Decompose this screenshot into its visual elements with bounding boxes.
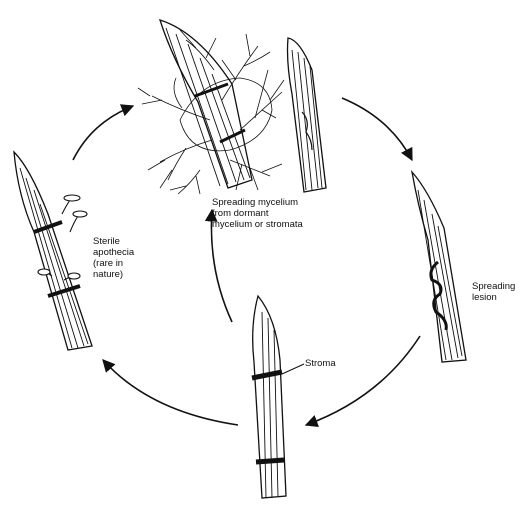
label-lesion-line-1: Spreading [472, 281, 516, 292]
stroma-band-upper [251, 369, 283, 381]
cycle-arrow-bottom-up [204, 208, 233, 323]
label-stroma-text: Stroma [305, 358, 336, 369]
label-spreading-mycelium: Spreading mycelium from dormant mycelium… [212, 197, 303, 230]
label-apothecia-line-3: (rare in [93, 258, 124, 269]
leaf-with-spreading-mycelium [137, 19, 285, 195]
label-sterile-apothecia: Sterile apothecia (rare in nature) [93, 236, 134, 280]
leaf-with-spreading-lesion [410, 169, 467, 363]
leaf-with-apothecia [13, 150, 93, 351]
label-lesion-line-2: lesion [472, 292, 497, 303]
cycle-arrow-bottom-left [102, 359, 239, 426]
label-stroma: Stroma [305, 358, 336, 369]
label-apothecia-line-2: apothecia [93, 247, 135, 258]
stroma-pointer [281, 363, 305, 375]
apothecia-cups [37, 194, 88, 281]
label-mycelium-line-1: Spreading mycelium [212, 197, 299, 208]
stroma-band-lower [255, 457, 285, 465]
label-mycelium-line-3: mycelium or stromata [212, 219, 303, 230]
mycelium-hyphae [137, 29, 285, 195]
label-spreading-lesion: Spreading lesion [472, 281, 515, 303]
cycle-arrow-left-top [72, 104, 135, 161]
cycle-arrow-right-bottom [304, 335, 421, 428]
leaf-with-stroma [251, 294, 305, 499]
leaf-dormant [286, 37, 327, 193]
cycle-arrow-top-right [341, 97, 413, 162]
label-apothecia-line-4: nature) [93, 269, 124, 280]
label-mycelium-line-2: from dormant [212, 208, 269, 219]
label-apothecia-line-1: Sterile [93, 236, 120, 247]
lesion-mark [429, 260, 448, 331]
